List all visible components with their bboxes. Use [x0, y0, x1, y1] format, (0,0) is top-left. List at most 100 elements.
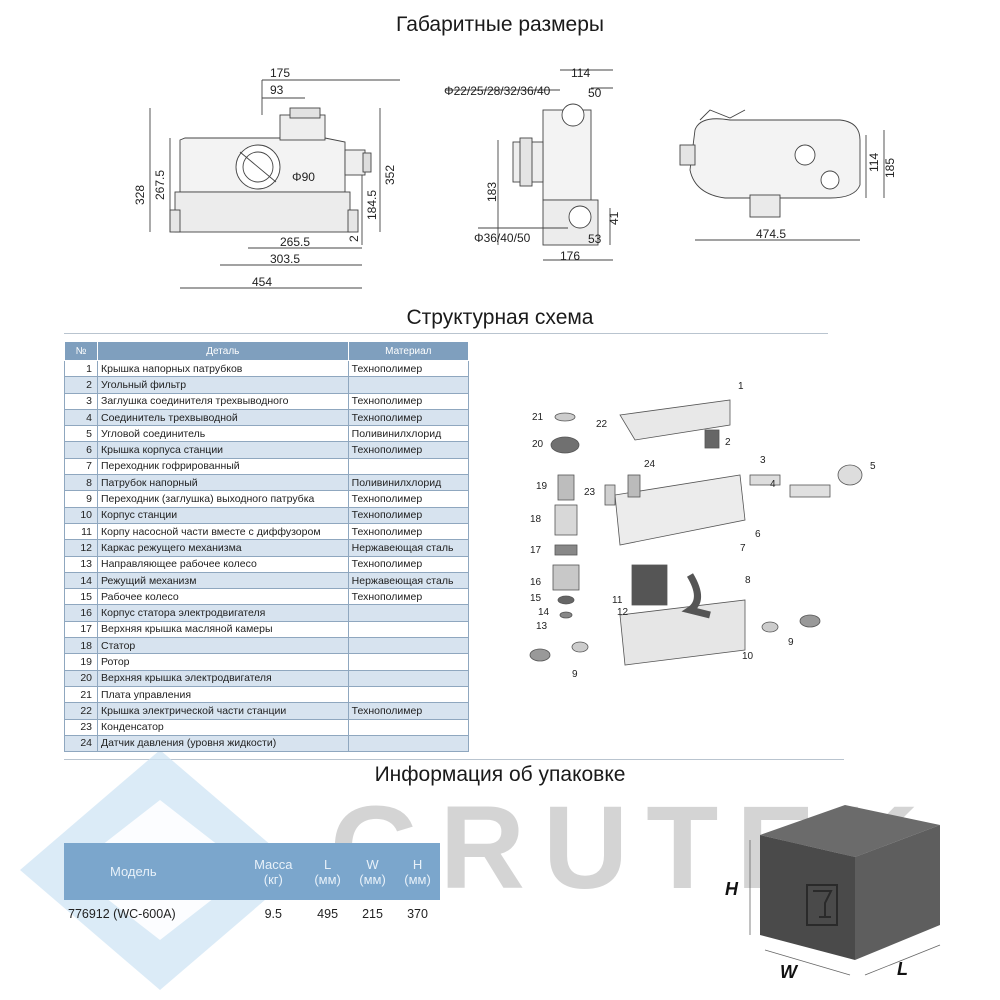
- part-material: [347, 718, 470, 736]
- part-name: Корпус статора электродвигателя: [97, 604, 349, 622]
- dim-side-diam-out: Φ36/40/50: [474, 231, 531, 245]
- dim-rear-114: 114: [867, 153, 881, 172]
- dim-rear-185: 185: [883, 158, 897, 178]
- part-number: 15: [64, 588, 98, 606]
- pack-row: 776912 (WC-600A) 9.5 495 215 370: [64, 900, 440, 928]
- callout-9-left: 9: [572, 669, 578, 680]
- dim-267-5: 267.5: [153, 170, 167, 200]
- rear-view-drawing: 114 185 474.5: [679, 109, 897, 241]
- part-material: Технополимер: [347, 441, 470, 459]
- part-material: Технополимер: [347, 506, 470, 524]
- part-name: Крышка напорных патрубков: [97, 359, 349, 378]
- col-material: Материал: [347, 341, 470, 361]
- part-material: Технополимер: [347, 588, 470, 606]
- box-label-h: H: [725, 879, 739, 899]
- dim-2: 2: [347, 235, 361, 242]
- box-label-l: L: [897, 959, 908, 979]
- dim-side-114: 114: [571, 66, 590, 80]
- callout-22: 22: [596, 419, 608, 430]
- part-name: Патрубок напорный: [97, 474, 349, 492]
- callout-18: 18: [530, 514, 542, 525]
- dim-265-5: 265.5: [280, 235, 310, 249]
- part-name: Переходник гофрированный: [97, 457, 349, 476]
- part-number: 14: [64, 571, 98, 590]
- packaging-divider: [64, 759, 844, 760]
- callout-6: 6: [755, 529, 761, 540]
- part-name: Заглушка соединителя трехвыводного: [97, 392, 349, 410]
- pack-w: 215: [362, 907, 383, 921]
- structure-title: Структурная схема: [406, 306, 594, 329]
- part-name: Ротор: [97, 653, 349, 671]
- dim-rear-474-5: 474.5: [756, 227, 786, 241]
- part-material: [347, 457, 470, 476]
- pack-col-l: L(мм): [305, 843, 351, 900]
- part-material: [347, 669, 470, 687]
- callout-5: 5: [870, 461, 876, 472]
- callout-14: 14: [538, 607, 550, 618]
- pack-l: 495: [317, 907, 339, 921]
- part-name: Крышка корпуса станции: [97, 441, 349, 459]
- part-name: Направляющее рабочее колесо: [97, 555, 349, 573]
- col-part: Деталь: [97, 341, 349, 361]
- callout-20: 20: [532, 439, 544, 450]
- part-number: 11: [64, 522, 98, 541]
- part-number: 23: [64, 718, 98, 736]
- part-material: Поливинилхлорид: [347, 474, 470, 492]
- part-name: Датчик давления (уровня жидкости): [97, 734, 349, 753]
- part-name: Корпу насосной части вместе с диффузором: [97, 522, 349, 541]
- pack-mass: 9.5: [264, 907, 282, 921]
- part-number: 19: [64, 653, 98, 671]
- side-view-drawing: 114 Φ22/25/28/32/36/40 50 183 41 Φ36/40/…: [444, 66, 618, 263]
- part-number: 2: [64, 376, 98, 394]
- part-material: [347, 376, 470, 394]
- callout-3: 3: [760, 455, 766, 466]
- dim-175: 175: [270, 66, 290, 80]
- dim-303-5: 303.5: [270, 252, 300, 266]
- callout-12: 12: [617, 607, 629, 618]
- callout-16: 16: [530, 577, 542, 588]
- part-name: Верхняя крышка электродвигателя: [97, 669, 349, 687]
- callout-7: 7: [740, 543, 746, 554]
- dim-side-50: 50: [588, 86, 602, 100]
- part-number: 18: [64, 637, 98, 655]
- part-material: Нержавеющая сталь: [347, 571, 470, 590]
- part-material: Поливинилхлорид: [347, 425, 470, 443]
- part-number: 9: [64, 490, 98, 508]
- part-name: Плата управления: [97, 685, 349, 704]
- part-name: Режущий механизм: [97, 571, 349, 590]
- dim-328: 328: [133, 185, 147, 205]
- part-material: [347, 734, 470, 753]
- pack-model: 776912 (WC-600A): [68, 907, 176, 921]
- part-number: 8: [64, 474, 98, 492]
- callout-24: 24: [644, 459, 656, 470]
- part-number: 17: [64, 620, 98, 639]
- dimensions-title: Габаритные размеры: [396, 13, 604, 36]
- part-name: Каркас режущего механизма: [97, 539, 349, 557]
- part-number: 4: [64, 408, 98, 427]
- part-material: Технополимер: [347, 555, 470, 573]
- callout-19: 19: [536, 481, 548, 492]
- callout-2: 2: [725, 437, 731, 448]
- dim-phi90: Φ90: [292, 170, 315, 184]
- part-material: Технополимер: [347, 408, 470, 427]
- dim-93: 93: [270, 83, 284, 97]
- dim-352: 352: [383, 165, 397, 185]
- part-material: Технополимер: [347, 522, 470, 541]
- dim-side-53: 53: [588, 232, 602, 246]
- dim-side-diam-in: Φ22/25/28/32/36/40: [444, 84, 551, 98]
